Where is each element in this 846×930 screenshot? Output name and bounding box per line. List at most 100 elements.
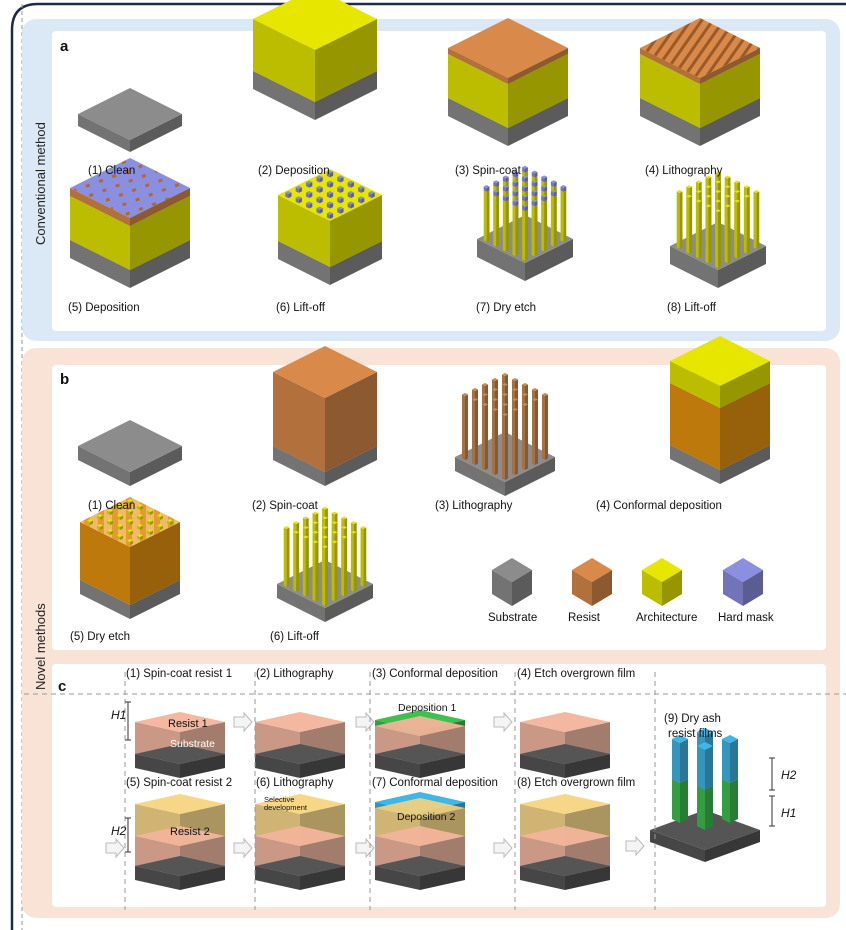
a6-mask-pillar-8-top (306, 191, 313, 195)
c9-blue-0-left (672, 739, 680, 783)
c7-layer-1-top (375, 798, 465, 818)
b5-arch-cap-pillar-1-top (117, 504, 123, 507)
a7-mask-pillar-2-top (502, 175, 509, 179)
a6-mask-pillar-21-right (361, 197, 365, 204)
a7-substrate-right (525, 239, 573, 281)
a7-mask-pillar-3-left (493, 181, 497, 188)
c2-layer-1-top (255, 744, 345, 764)
a6-mask-pillar-5-top (337, 175, 344, 179)
b2-substrate-right (325, 446, 377, 486)
b6-arch-pillar-19-left (312, 541, 316, 602)
h1-label-right: H1 (781, 806, 797, 820)
a7-arch-pillar-9-left (493, 195, 497, 247)
b3-resist-pillar-3-top (472, 388, 478, 391)
a2-arch-left (253, 19, 315, 102)
a6-mask-pillar-9-left (295, 197, 299, 204)
a3-resist-right (508, 48, 568, 84)
c3-layer-1-top (375, 716, 465, 736)
a6-mask-pillar-18-top (326, 201, 334, 205)
b3-resist-pillar-2-top (482, 383, 488, 386)
b6-substrate-right (325, 584, 373, 622)
a7-arch-pillar-20-left (560, 190, 564, 242)
a7-arch-pillar-21-right (553, 195, 557, 247)
a1-substrate-left (78, 114, 130, 152)
arrow-c6-c7 (355, 837, 375, 859)
a7-arch-pillar-19-left (512, 204, 516, 257)
legend-0-cube-top (492, 558, 532, 582)
c6-layer-2-top (255, 856, 345, 876)
a7-mask-pillar-12-right (525, 186, 528, 192)
b3-resist-pillar-24-left (502, 414, 505, 480)
step-b2-caption: (2) Spin-coat (252, 500, 318, 512)
a4-arch-right (700, 54, 760, 128)
b6-arch-pillar-21-top (350, 530, 357, 534)
b6-arch-pillar-5-top (331, 511, 338, 515)
a7-mask-pillar-2-left (502, 176, 506, 183)
a5-resist-top (70, 158, 190, 218)
b6-arch-pillar-23-right (334, 541, 338, 602)
a7-mask-pillar-11-left (531, 181, 535, 188)
b6-substrate-left (277, 584, 325, 622)
a8-arch-pillar-14-left (695, 201, 699, 259)
b6-arch-pillar-18-top (322, 535, 328, 539)
c9-green-3-left (697, 786, 705, 830)
c1-layer-0-top (135, 712, 225, 732)
c2-layer-1-left (255, 754, 300, 778)
b3-resist-pillar-4-right (465, 394, 468, 460)
a7-mask-pillar-17-right (534, 191, 538, 197)
b6-arch-pillar-2-top (302, 516, 309, 520)
resist2-label: Resist 2 (170, 826, 210, 838)
a7-mask-pillar-8-left (502, 186, 506, 192)
a6-mask-pillar-9-top (295, 196, 302, 200)
a7-mask-pillar-0-left (522, 167, 525, 173)
a7-mask-pillar-1-right (515, 172, 519, 178)
c1-layer-1-right (180, 754, 225, 778)
a8-arch-pillar-21-top (743, 194, 750, 198)
a8-arch-pillar-11-top (724, 185, 731, 189)
a7-mask-pillar-14-right (505, 196, 509, 202)
b6-arch-pillar-0-top (322, 506, 328, 510)
a8-arch-pillar-23-top (724, 204, 731, 208)
c9-blue-0-top (672, 735, 688, 743)
a6-mask-pillar-24-left (326, 213, 330, 219)
a7-mask-pillar-10-left (541, 176, 545, 183)
a1-substrate-top (78, 88, 182, 140)
b3-resist-pillar-22-right (525, 404, 528, 470)
a7-mask-pillar-1-top (512, 170, 519, 174)
a2-substrate-left (253, 71, 315, 120)
a6-mask-pillar-21-top (358, 196, 365, 200)
b3-resist-pillar-9-right (475, 399, 478, 465)
a6-mask-pillar-14-right (309, 202, 313, 209)
a6-mask-pillar-11-right (340, 187, 344, 193)
a7-mask-pillar-23-top (531, 199, 538, 203)
arrow-c8-c9 (625, 835, 645, 857)
b3-resist-pillar-23-right (515, 409, 518, 475)
a8-substrate-left (670, 246, 718, 288)
a7-mask-pillar-5-left (531, 172, 535, 178)
step-a4-caption: (4) Lithography (645, 165, 723, 177)
a6-mask-pillar-2-right (309, 182, 313, 188)
arrow-c1-c2 (233, 711, 253, 733)
a7-mask-pillar-1-left (512, 172, 516, 178)
a4-substrate-right (700, 98, 760, 146)
a7-mask-pillar-12-left (522, 186, 525, 192)
a8-arch-pillar-3-top (686, 185, 693, 189)
step-a1-caption: (1) Clean (88, 165, 136, 177)
a7-mask-pillar-5-top (531, 170, 538, 174)
a6-mask-pillar-20-right (371, 192, 375, 199)
substrate-label: Substrate (170, 738, 215, 750)
b6-arch-pillar-14-top (302, 535, 309, 539)
a8-arch-pillar-6-top (715, 180, 721, 184)
b5-arch-cap-pillar-12-top (127, 519, 133, 522)
c1-layer-1-left (135, 754, 180, 778)
a7-mask-pillar-16-left (541, 186, 545, 192)
a6-mask-pillar-1-left (316, 176, 320, 183)
b3-resist-pillar-14-right (485, 404, 488, 470)
a1-substrate-right (130, 114, 182, 152)
a6-mask-pillar-9-right (298, 197, 302, 204)
c9-blue-1-top (697, 728, 713, 736)
a6-mask-pillar-4-top (285, 191, 292, 195)
b6-arch-pillar-21-left (350, 532, 354, 592)
a6-mask-pillar-1-right (319, 176, 323, 183)
a6-mask-pillar-2-left (306, 182, 310, 188)
